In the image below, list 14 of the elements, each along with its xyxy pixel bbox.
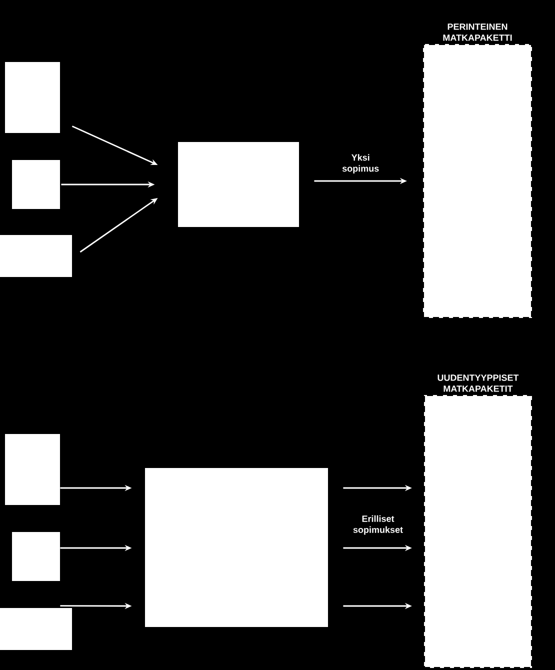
box — [12, 160, 60, 209]
node-label: PERINTEINEN MATKAPAKETTI — [443, 24, 512, 41]
box — [12, 532, 60, 581]
node-label: UUDENTYYPPISET MATKAPAKETIT — [438, 374, 519, 392]
box — [0, 235, 72, 277]
box — [145, 468, 328, 627]
box — [178, 142, 299, 227]
label: Erilliset sopimukset — [353, 515, 403, 535]
package-box: UUDENTYYPPISET MATKAPAKETIT — [423, 374, 533, 669]
box — [5, 62, 60, 133]
edge-label: Yksi sopimus — [342, 154, 379, 174]
box — [5, 434, 60, 505]
package-box: PERINTEINEN MATKAPAKETTI — [422, 24, 533, 319]
box — [0, 608, 72, 650]
